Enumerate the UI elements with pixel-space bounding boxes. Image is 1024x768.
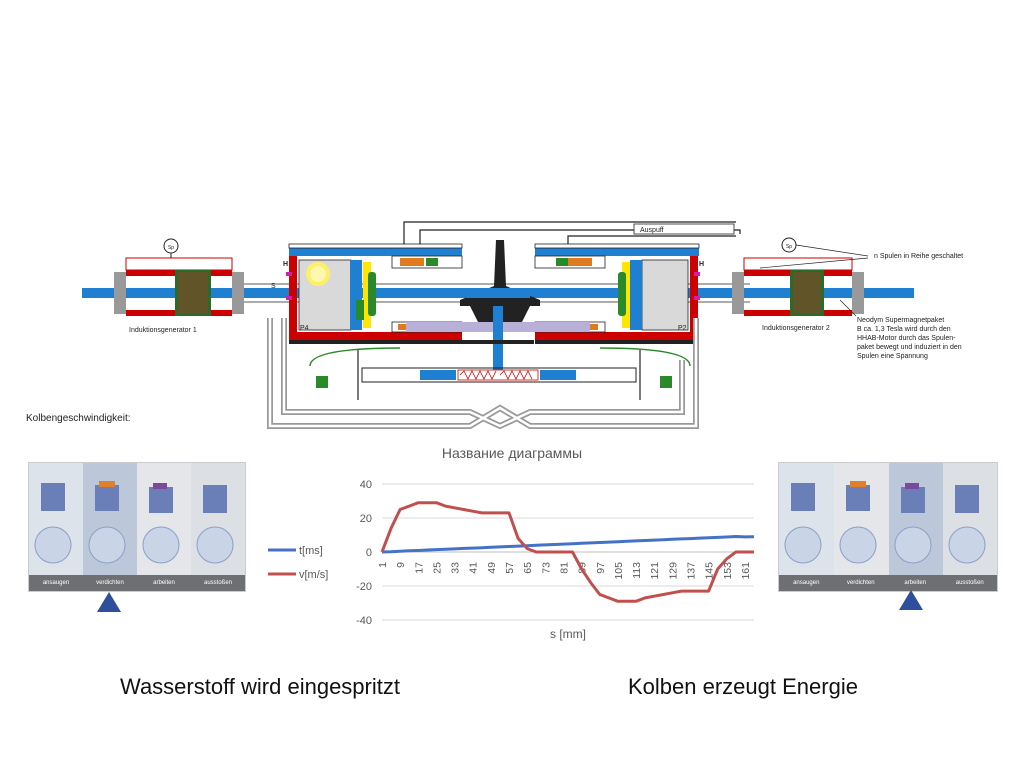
label-s: S: [271, 283, 276, 290]
exhaust-pipes: [403, 221, 741, 246]
y-tick-label: 0: [366, 547, 372, 559]
x-tick-label: 97: [595, 562, 607, 574]
y-tick-label: 20: [360, 513, 372, 525]
series-line-vms: [380, 501, 754, 603]
x-tick-label: 113: [631, 562, 643, 579]
x-tick-label: 73: [540, 562, 552, 574]
label-h-right: H: [699, 261, 704, 268]
stroke-marker-right: [899, 590, 923, 610]
x-tick-label: 65: [522, 562, 534, 574]
x-tick-label: 145: [704, 562, 716, 580]
central-crank: [406, 240, 590, 378]
x-tick-label: 57: [504, 562, 516, 574]
x-tick-label: 121: [649, 562, 661, 580]
caption-energy: Kolben erzeugt Energie: [628, 674, 858, 699]
x-tick-label: 25: [431, 562, 443, 574]
coil-note: n Spulen in Reihe geschaltet: [874, 253, 963, 260]
generator-1-label: Induktionsgenerator 1: [129, 327, 197, 334]
caption-injection: Wasserstoff wird eingespritzt: [120, 674, 400, 699]
svg-text:Neodym Supermagnetpaket: Neodym Supermagnetpaket: [857, 317, 944, 324]
stroke-caption: ausstoßen: [203, 580, 233, 586]
lower-linkage: [309, 347, 691, 400]
stroke-caption: verdichten: [96, 580, 124, 586]
svg-text:Sp: Sp: [786, 244, 792, 250]
label-p2: P2: [678, 325, 687, 332]
return-pipes: [267, 318, 699, 430]
stroke-caption-bar-right: ansaugen verdichten arbeiten ausstoßen: [779, 575, 997, 591]
y-tick-label: 40: [360, 479, 372, 491]
x-tick-label: 137: [685, 562, 697, 580]
svg-text:B ca. 1,3 Tesla wird durch den: B ca. 1,3 Tesla wird durch den: [857, 326, 951, 333]
x-tick-label: 129: [667, 562, 679, 580]
chart-title: Название диаграммы: [441, 445, 583, 461]
engine-schematic: Sp Induktionsgenerator 1 Sp Induktionsge…: [82, 221, 963, 430]
engine-strokes-image-left: [29, 463, 245, 575]
svg-text:Spulen eine Spannung: Spulen eine Spannung: [857, 353, 928, 360]
x-tick-label: 9: [395, 562, 407, 568]
induction-generator-left: Sp: [114, 238, 244, 316]
stroke-caption: ausstoßen: [955, 580, 984, 586]
stroke-caption: arbeiten: [153, 580, 175, 586]
svg-text:paket bewegt und induziert in: paket bewegt und induziert in den: [857, 344, 962, 351]
piston-speed-label: Kolbengeschwindigkeit:: [26, 413, 131, 424]
cylinder-left: [286, 243, 463, 344]
y-tick-label: -40: [356, 615, 372, 627]
x-tick-label: 81: [558, 562, 570, 574]
exhaust-label: Auspuff: [640, 227, 664, 234]
svg-text:HHAB-Motor durch das Spulen-: HHAB-Motor durch das Spulen-: [857, 335, 956, 342]
stroke-illustration-right: ansaugen verdichten arbeiten ausstoßen: [778, 462, 998, 592]
stroke-caption: arbeiten: [904, 580, 927, 586]
stroke-illustration-left: ansaugen verdichten arbeiten ausstoßen: [28, 462, 246, 592]
label-h-left: H: [283, 261, 288, 268]
generator-2-label: Induktionsgenerator 2: [762, 325, 830, 332]
stroke-caption: ansaugen: [793, 580, 820, 586]
x-tick-label: 161: [740, 562, 752, 580]
x-axis-title: s [mm]: [550, 627, 586, 641]
svg-text:Sp: Sp: [168, 245, 174, 251]
x-tick-label: 1: [377, 562, 389, 568]
induction-generator-right: Sp: [732, 237, 869, 317]
stroke-marker-left: [97, 592, 121, 612]
stroke-caption-bar-left: ansaugen verdichten arbeiten ausstoßen: [29, 575, 245, 591]
x-tick-label: 17: [413, 562, 425, 574]
x-tick-label: 49: [486, 562, 498, 574]
stroke-caption: verdichten: [846, 580, 875, 586]
stroke-caption: ansaugen: [42, 580, 70, 586]
x-tick-label: 153: [722, 562, 734, 580]
series-line-tms: [381, 535, 755, 554]
y-tick-label: -20: [356, 581, 372, 593]
magnet-note: Neodym Supermagnetpaket B ca. 1,3 Tesla …: [857, 317, 962, 360]
x-tick-label: 105: [613, 562, 625, 580]
x-tick-label: 33: [450, 562, 462, 574]
x-tick-label: 41: [468, 562, 480, 574]
label-p4: P4: [300, 325, 309, 332]
legend-label: t[ms]: [299, 545, 323, 557]
legend-label: v[m/s]: [299, 569, 328, 581]
engine-strokes-image-right: [779, 463, 997, 575]
